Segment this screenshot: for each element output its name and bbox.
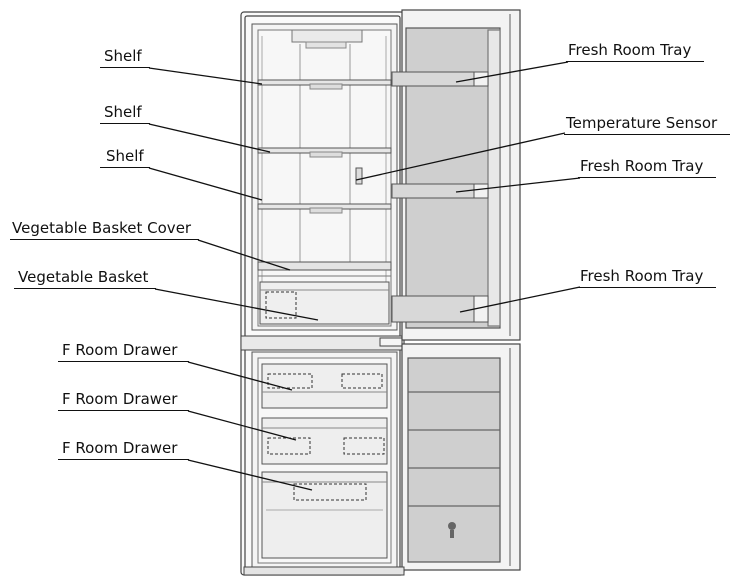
vegetable-basket-cover-part: [257, 261, 392, 277]
leader-shelf-1: [148, 67, 263, 85]
label-temperature-sensor: Temperature Sensor: [566, 114, 718, 132]
underline-fresh-room-tray-1: [566, 61, 704, 63]
underline-shelf-3: [100, 167, 150, 169]
label-shelf-3: Shelf: [106, 147, 144, 165]
shelf-3: [257, 203, 392, 214]
underline-f-room-drawer-3: [58, 459, 189, 461]
fridge-door: [401, 9, 521, 341]
shelf-2: [257, 147, 392, 158]
fresh-room-tray-1-part: [391, 71, 489, 87]
underline-vegetable-basket-cover: [10, 239, 199, 241]
underline-f-room-drawer-1: [58, 361, 189, 363]
leader-f-room-drawer-2: [187, 410, 297, 441]
freezer-door-icon: [448, 522, 456, 538]
leader-fresh-room-tray-1: [455, 61, 569, 83]
freezer-door: [401, 343, 521, 571]
underline-shelf-2: [100, 123, 150, 125]
leader-temperature-sensor: [355, 132, 566, 181]
f-room-drawer-2-part: [261, 417, 388, 465]
underline-f-room-drawer-2: [58, 410, 189, 412]
fridge-compartment: [251, 23, 398, 331]
shelf-1: [257, 79, 392, 90]
leader-fresh-room-tray-2: [455, 177, 581, 193]
underline-temperature-sensor: [564, 134, 730, 136]
label-vegetable-basket-cover: Vegetable Basket Cover: [12, 219, 192, 237]
fresh-room-tray-3-part: [391, 295, 489, 323]
fresh-room-tray-2-part: [391, 183, 489, 199]
leader-fresh-room-tray-3: [459, 286, 581, 313]
temperature-sensor-part: [355, 167, 363, 185]
leader-vegetable-basket-cover: [197, 239, 291, 271]
label-fresh-room-tray-2: Fresh Room Tray: [580, 157, 704, 175]
underline-shelf-1: [100, 67, 150, 69]
leader-shelf-3: [148, 167, 263, 201]
leader-vegetable-basket: [154, 288, 319, 321]
leader-f-room-drawer-3: [187, 459, 313, 491]
label-fresh-room-tray-1: Fresh Room Tray: [568, 41, 692, 59]
vegetable-basket-part: [259, 281, 390, 325]
label-shelf-1: Shelf: [104, 47, 142, 65]
leader-shelf-2: [148, 123, 271, 153]
compartment-divider: [240, 335, 405, 351]
label-shelf-2: Shelf: [104, 103, 142, 121]
underline-fresh-room-tray-2: [578, 177, 716, 179]
label-vegetable-basket: Vegetable Basket: [18, 268, 149, 286]
leader-f-room-drawer-1: [187, 361, 293, 391]
underline-vegetable-basket: [14, 288, 156, 290]
label-f-room-drawer-1: F Room Drawer: [62, 341, 178, 359]
label-fresh-room-tray-3: Fresh Room Tray: [580, 267, 704, 285]
f-room-drawer-3-part: [261, 471, 388, 559]
underline-fresh-room-tray-3: [578, 287, 716, 289]
label-f-room-drawer-3: F Room Drawer: [62, 439, 178, 457]
f-room-drawer-1-part: [261, 363, 388, 409]
label-f-room-drawer-2: F Room Drawer: [62, 390, 178, 408]
leader-lines: [148, 61, 581, 491]
base: [243, 566, 405, 576]
